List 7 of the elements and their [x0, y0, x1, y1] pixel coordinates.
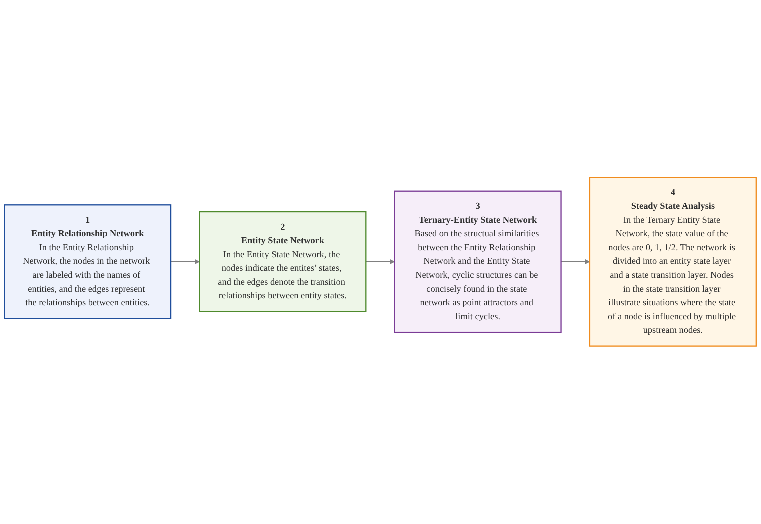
- arrow: [366, 259, 396, 265]
- node-box: [4, 204, 172, 320]
- arrow: [171, 259, 200, 265]
- arrow: [561, 259, 590, 265]
- node-box: [589, 177, 757, 347]
- node-box: [394, 190, 562, 334]
- node-box: [199, 212, 367, 312]
